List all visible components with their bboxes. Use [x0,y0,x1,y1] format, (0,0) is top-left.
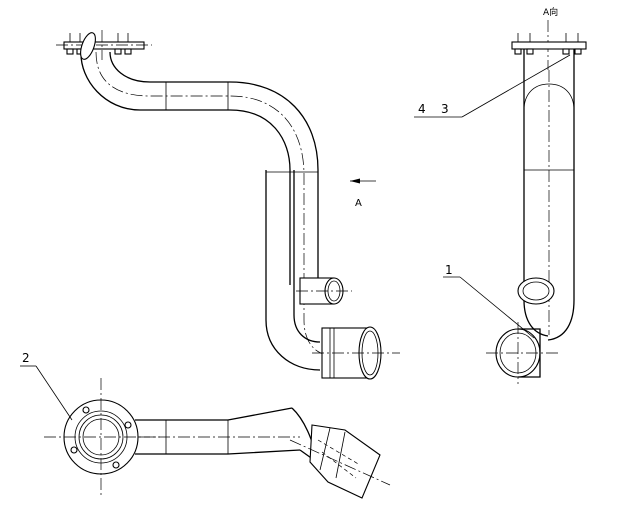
leader-3-4: 4 3 [414,54,571,118]
part-label-3: 3 [441,102,449,116]
front-view: A [56,30,400,380]
part-label-2: 2 [22,351,30,365]
view-arrow-label: A [355,198,362,209]
view-arrow-a: A [350,178,376,209]
part-label-1: 1 [445,263,453,277]
leader-1: 1 [443,263,535,339]
side-outlet [486,322,560,384]
side-flange [511,33,587,55]
top-angled-outlet [289,424,391,499]
top-pipe-body [135,407,329,471]
view-title: A向 [543,6,558,18]
side-view: A向 [414,6,587,384]
front-outlet [312,326,400,380]
part-label-4: 4 [418,102,426,116]
side-port [517,277,555,305]
front-flange [56,30,152,60]
leader-2: 2 [20,351,73,421]
top-flange [44,378,160,498]
front-pipe-body [80,32,331,371]
top-view: 2 [20,351,391,499]
front-side-port [296,277,352,305]
